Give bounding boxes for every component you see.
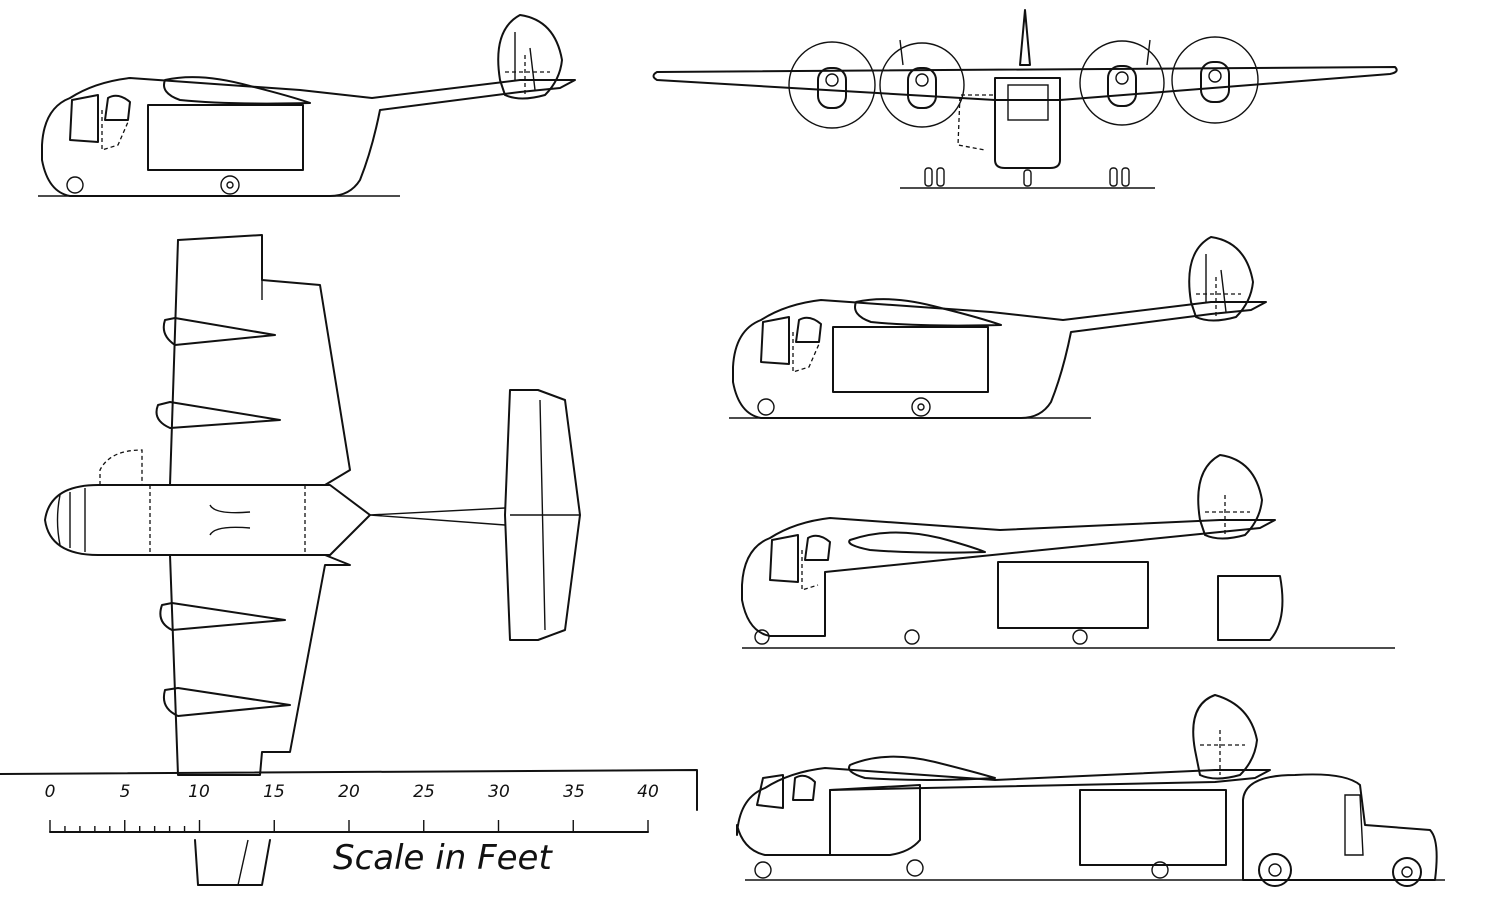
scale-tick-label: 25	[413, 782, 435, 802]
scale-tick-label: 20	[338, 782, 360, 802]
scale-tick-label: 10	[188, 782, 210, 802]
front-view	[652, 9, 1398, 189]
scale-tick-label: 5	[119, 782, 131, 802]
scale-tick-label: 15	[263, 782, 285, 802]
scale-bar	[0, 769, 698, 833]
side-view-loading-vehicle	[736, 694, 1445, 887]
plan-view	[44, 234, 581, 886]
scale-tick-label: 30	[488, 782, 510, 802]
scale-tick-label: 0	[44, 782, 56, 802]
side-view-fuselage-separated	[741, 454, 1395, 649]
scale-title: Scale in Feet	[333, 838, 552, 878]
scale-tick-label: 40	[637, 782, 659, 802]
side-view	[37, 14, 576, 197]
side-view-door-open	[728, 236, 1267, 419]
scale-tick-label: 35	[563, 782, 585, 802]
